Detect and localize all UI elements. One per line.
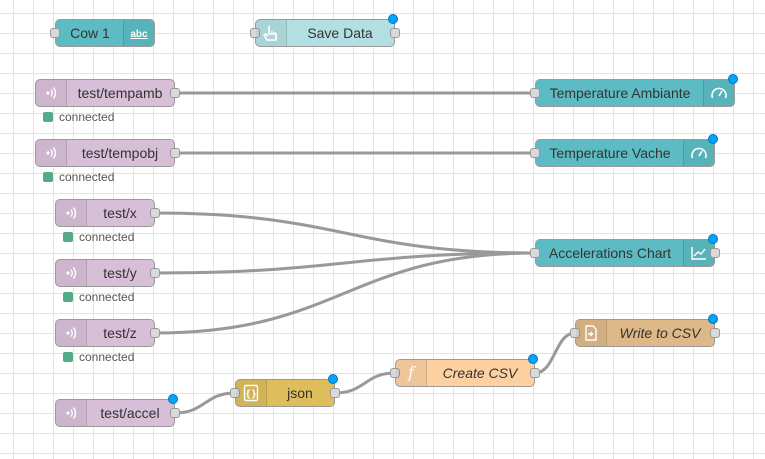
node-label: Accelerations Chart [548, 245, 672, 261]
status-connected: connected [63, 230, 134, 244]
radio-waves-icon [56, 400, 87, 426]
output-port[interactable] [150, 268, 160, 278]
changed-indicator-dot [528, 354, 538, 364]
changed-indicator-dot [388, 14, 398, 24]
input-port[interactable] [230, 388, 240, 398]
status-text: connected [59, 110, 115, 124]
radio-waves-icon [56, 200, 87, 226]
status-text: connected [79, 230, 135, 244]
json-node[interactable]: {} json [230, 374, 340, 407]
output-port[interactable] [150, 208, 160, 218]
node-label: Cow 1 [70, 25, 110, 41]
status-text: connected [59, 170, 115, 184]
output-port[interactable] [710, 328, 720, 338]
node-label: json [287, 385, 313, 401]
status-text: connected [79, 350, 135, 364]
create-csv-function-node[interactable]: f Create CSV [390, 354, 540, 387]
abc-text-icon: abc [123, 20, 154, 46]
line-chart-icon [683, 240, 714, 266]
input-port[interactable] [390, 368, 400, 378]
output-port[interactable] [170, 88, 180, 98]
hand-pointer-icon [256, 20, 287, 46]
status-square-icon [43, 112, 53, 122]
node-label: Temperature Ambiante [549, 85, 691, 101]
wire-y-to-chart[interactable] [154, 251, 536, 275]
wire-createcsv-to-writecsv[interactable] [534, 331, 576, 375]
wire-x-to-chart[interactable] [154, 211, 536, 255]
node-label: Write to CSV [619, 325, 701, 341]
node-label: test/z [103, 325, 137, 341]
output-port[interactable] [330, 388, 340, 398]
wire-accel-to-json[interactable] [174, 391, 236, 415]
node-label: Save Data [307, 25, 373, 41]
output-port[interactable] [170, 408, 180, 418]
mqtt-in-y-node[interactable]: test/y [55, 259, 160, 287]
input-port[interactable] [530, 248, 540, 258]
status-text: connected [79, 290, 135, 304]
file-write-icon [576, 320, 607, 346]
status-connected: connected [63, 290, 134, 304]
mqtt-in-tempobj-node[interactable]: test/tempobj [35, 139, 180, 167]
radio-waves-icon [56, 260, 87, 286]
status-connected: connected [43, 170, 114, 184]
gauge-icon [683, 140, 714, 166]
node-label: test/x [103, 205, 137, 221]
function-icon: f [396, 360, 427, 386]
status-square-icon [63, 292, 73, 302]
status-connected: connected [43, 110, 114, 124]
node-label: test/accel [100, 405, 160, 421]
input-port[interactable] [250, 28, 260, 38]
changed-indicator-dot [328, 374, 338, 384]
save-data-button-node[interactable]: Save Data [250, 14, 400, 47]
cow1-text-node[interactable]: Cow 1 abc [50, 19, 155, 47]
status-square-icon [43, 172, 53, 182]
svg-text:{}: {} [245, 389, 257, 400]
json-braces-icon: {} [236, 380, 267, 406]
node-label: test/y [103, 265, 137, 281]
write-to-csv-file-node[interactable]: Write to CSV [570, 314, 720, 347]
changed-indicator-dot [708, 314, 718, 324]
output-port[interactable] [530, 368, 540, 378]
changed-indicator-dot [168, 394, 178, 404]
input-port[interactable] [50, 28, 60, 38]
node-label: test/tempobj [81, 145, 159, 161]
output-port[interactable] [710, 248, 720, 258]
input-port[interactable] [530, 88, 540, 98]
changed-indicator-dot [708, 234, 718, 244]
accelerations-chart-node[interactable]: Accelerations Chart [530, 234, 720, 267]
input-port[interactable] [530, 148, 540, 158]
mqtt-in-z-node[interactable]: test/z [55, 319, 160, 347]
mqtt-in-tempamb-node[interactable]: test/tempamb [35, 79, 180, 107]
wire-z-to-chart[interactable] [154, 251, 536, 335]
node-label: Temperature Vache [549, 145, 671, 161]
mqtt-in-x-node[interactable]: test/x [55, 199, 160, 227]
output-port[interactable] [150, 328, 160, 338]
node-label: test/tempamb [77, 85, 163, 101]
temperature-vache-gauge-node[interactable]: Temperature Vache [530, 134, 718, 167]
changed-indicator-dot [728, 74, 738, 84]
changed-indicator-dot [708, 134, 718, 144]
radio-waves-icon [36, 80, 67, 106]
gauge-icon [703, 80, 734, 106]
radio-waves-icon [36, 140, 67, 166]
output-port[interactable] [390, 28, 400, 38]
output-port[interactable] [170, 148, 180, 158]
node-label: Create CSV [442, 365, 518, 381]
status-connected: connected [63, 350, 134, 364]
status-square-icon [63, 352, 73, 362]
mqtt-in-accel-node[interactable]: test/accel [55, 394, 180, 427]
wire-json-to-createcsv[interactable] [334, 371, 396, 395]
radio-waves-icon [56, 320, 87, 346]
temperature-ambiante-gauge-node[interactable]: Temperature Ambiante [530, 74, 738, 107]
status-square-icon [63, 232, 73, 242]
svg-text:f: f [407, 364, 417, 382]
input-port[interactable] [570, 328, 580, 338]
svg-text:abc: abc [130, 29, 148, 40]
